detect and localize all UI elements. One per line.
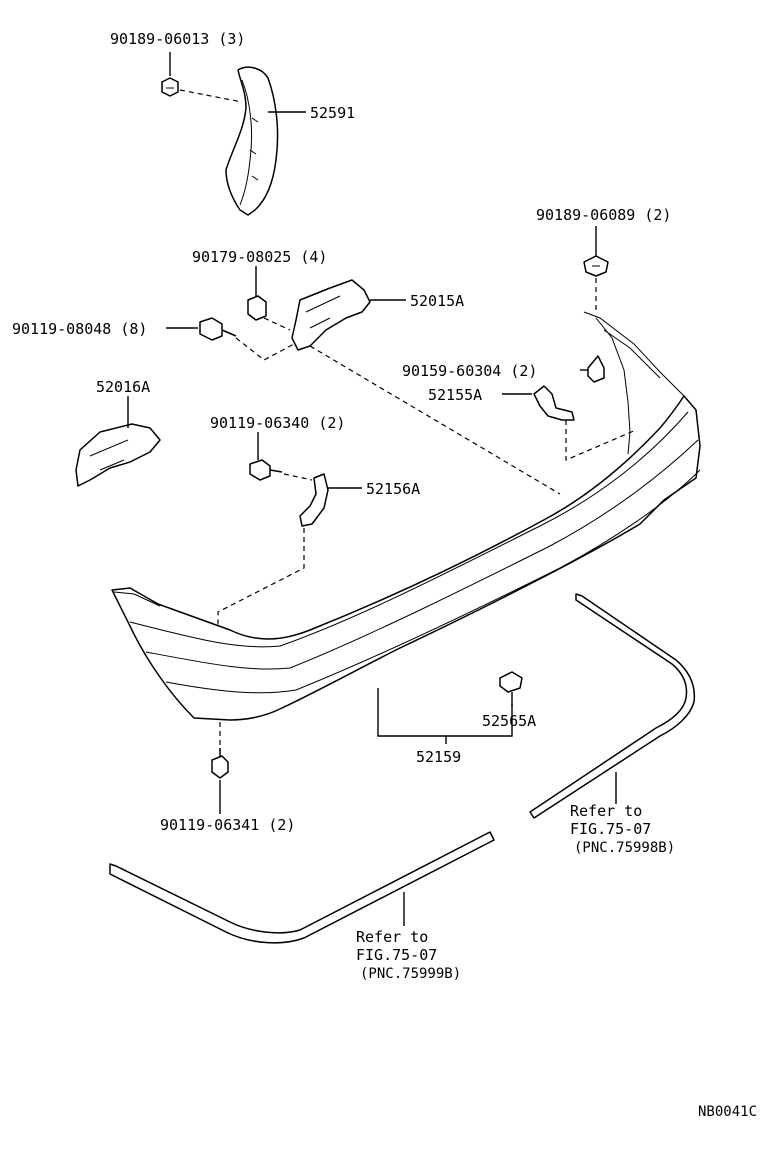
dash-90119-06340: [283, 473, 313, 481]
clip-52565a: [499, 671, 523, 693]
label-52015a: 52015A: [410, 292, 464, 310]
dash-52591: [179, 89, 243, 103]
label-90159-60304: 90159-60304 (2): [402, 362, 537, 380]
part-52015a-bracket: [291, 279, 371, 351]
label-52591: 52591: [310, 104, 355, 122]
label-90189-06089: 90189-06089 (2): [536, 206, 671, 224]
dash-52155a: [565, 420, 637, 461]
part-52155a-bracket: [533, 385, 575, 421]
label-90179-08025: 90179-08025 (4): [192, 248, 327, 266]
part-52159-bumper-cover: [111, 311, 701, 721]
label-52159: 52159: [416, 748, 461, 766]
fastener-90189-06013: [161, 77, 179, 97]
dash-52156a: [217, 528, 305, 628]
label-90119-06341: 90119-06341 (2): [160, 816, 295, 834]
label-52565a: 52565A: [482, 712, 536, 730]
diagram-code: NB0041C: [698, 1104, 757, 1120]
leader-52159: [377, 688, 513, 737]
dash-90119-08048: [235, 337, 295, 361]
ref-left-line1: Refer to: [356, 928, 428, 946]
fastener-90179-08025: [247, 295, 267, 321]
fastener-90189-06089: [583, 255, 609, 277]
bolt-90119-08048: [199, 317, 237, 341]
moulding-strip-left: [109, 831, 495, 944]
dash-52015a-bumper: [309, 345, 561, 495]
part-52156a-bracket: [299, 473, 329, 527]
label-52155a: 52155A: [428, 386, 482, 404]
dash-90179-08025: [263, 317, 291, 331]
label-52016a: 52016A: [96, 378, 150, 396]
ref-right-line1: Refer to: [570, 802, 642, 820]
label-52156a: 52156A: [366, 480, 420, 498]
moulding-strip-right: [529, 593, 696, 819]
part-52016a-bracket: [75, 423, 161, 487]
label-90119-06340: 90119-06340 (2): [210, 414, 345, 432]
label-90189-06013: 90189-06013 (3): [110, 30, 245, 48]
label-90119-08048: 90119-08048 (8): [12, 320, 147, 338]
bolt-90119-06340: [249, 459, 283, 481]
bolt-90119-06341: [211, 748, 229, 779]
ref-left-line2: FIG.75-07: [356, 946, 437, 964]
ref-right-line2: FIG.75-07: [570, 820, 651, 838]
ref-left-line3: (PNC.75999B): [360, 966, 461, 982]
clip-90159-60304: [587, 355, 605, 383]
part-52591-bracket: [225, 66, 279, 216]
ref-right-line3: (PNC.75998B): [574, 840, 675, 856]
